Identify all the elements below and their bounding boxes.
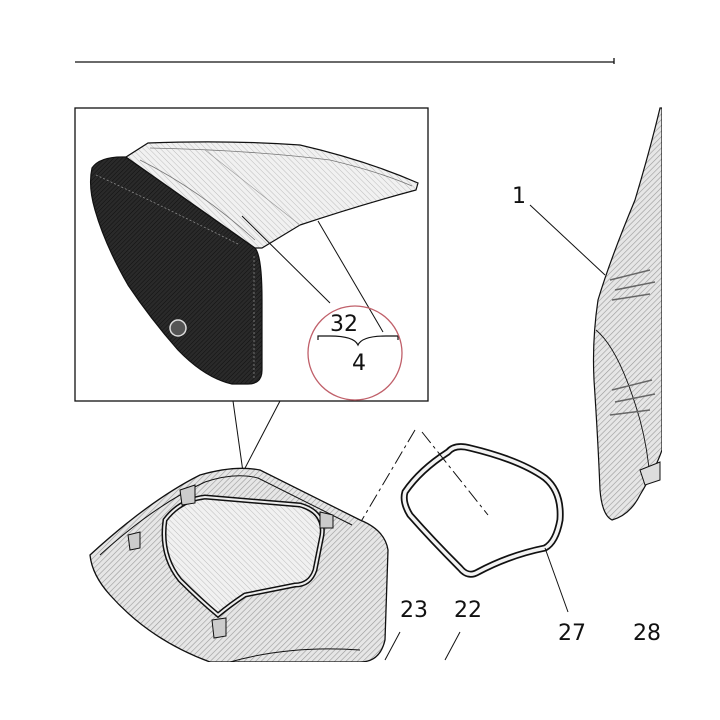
callout-27: 27 (558, 621, 586, 646)
seat-cover-top (124, 141, 419, 249)
grommet (169, 319, 187, 337)
callout-28: 28 (633, 621, 661, 646)
callout-23: 23 (400, 598, 428, 623)
highlight-circle (307, 305, 403, 401)
seat-assembly: 23 22 (89, 467, 482, 663)
callout-1: 1 (512, 184, 526, 209)
callout-32: 32 (330, 312, 358, 337)
crop-mask-right (662, 0, 720, 620)
seal-ring-part: 27 (400, 443, 586, 646)
inset-connector (232, 400, 281, 473)
side-panel-part: 1 (512, 107, 663, 521)
crop-mask-bottom (0, 662, 720, 720)
callout-4: 4 (352, 351, 366, 376)
callout-22: 22 (454, 598, 482, 623)
seat-cover-dark (89, 156, 263, 385)
detail-inset: 32 4 (74, 107, 429, 402)
top-rule (75, 58, 615, 64)
